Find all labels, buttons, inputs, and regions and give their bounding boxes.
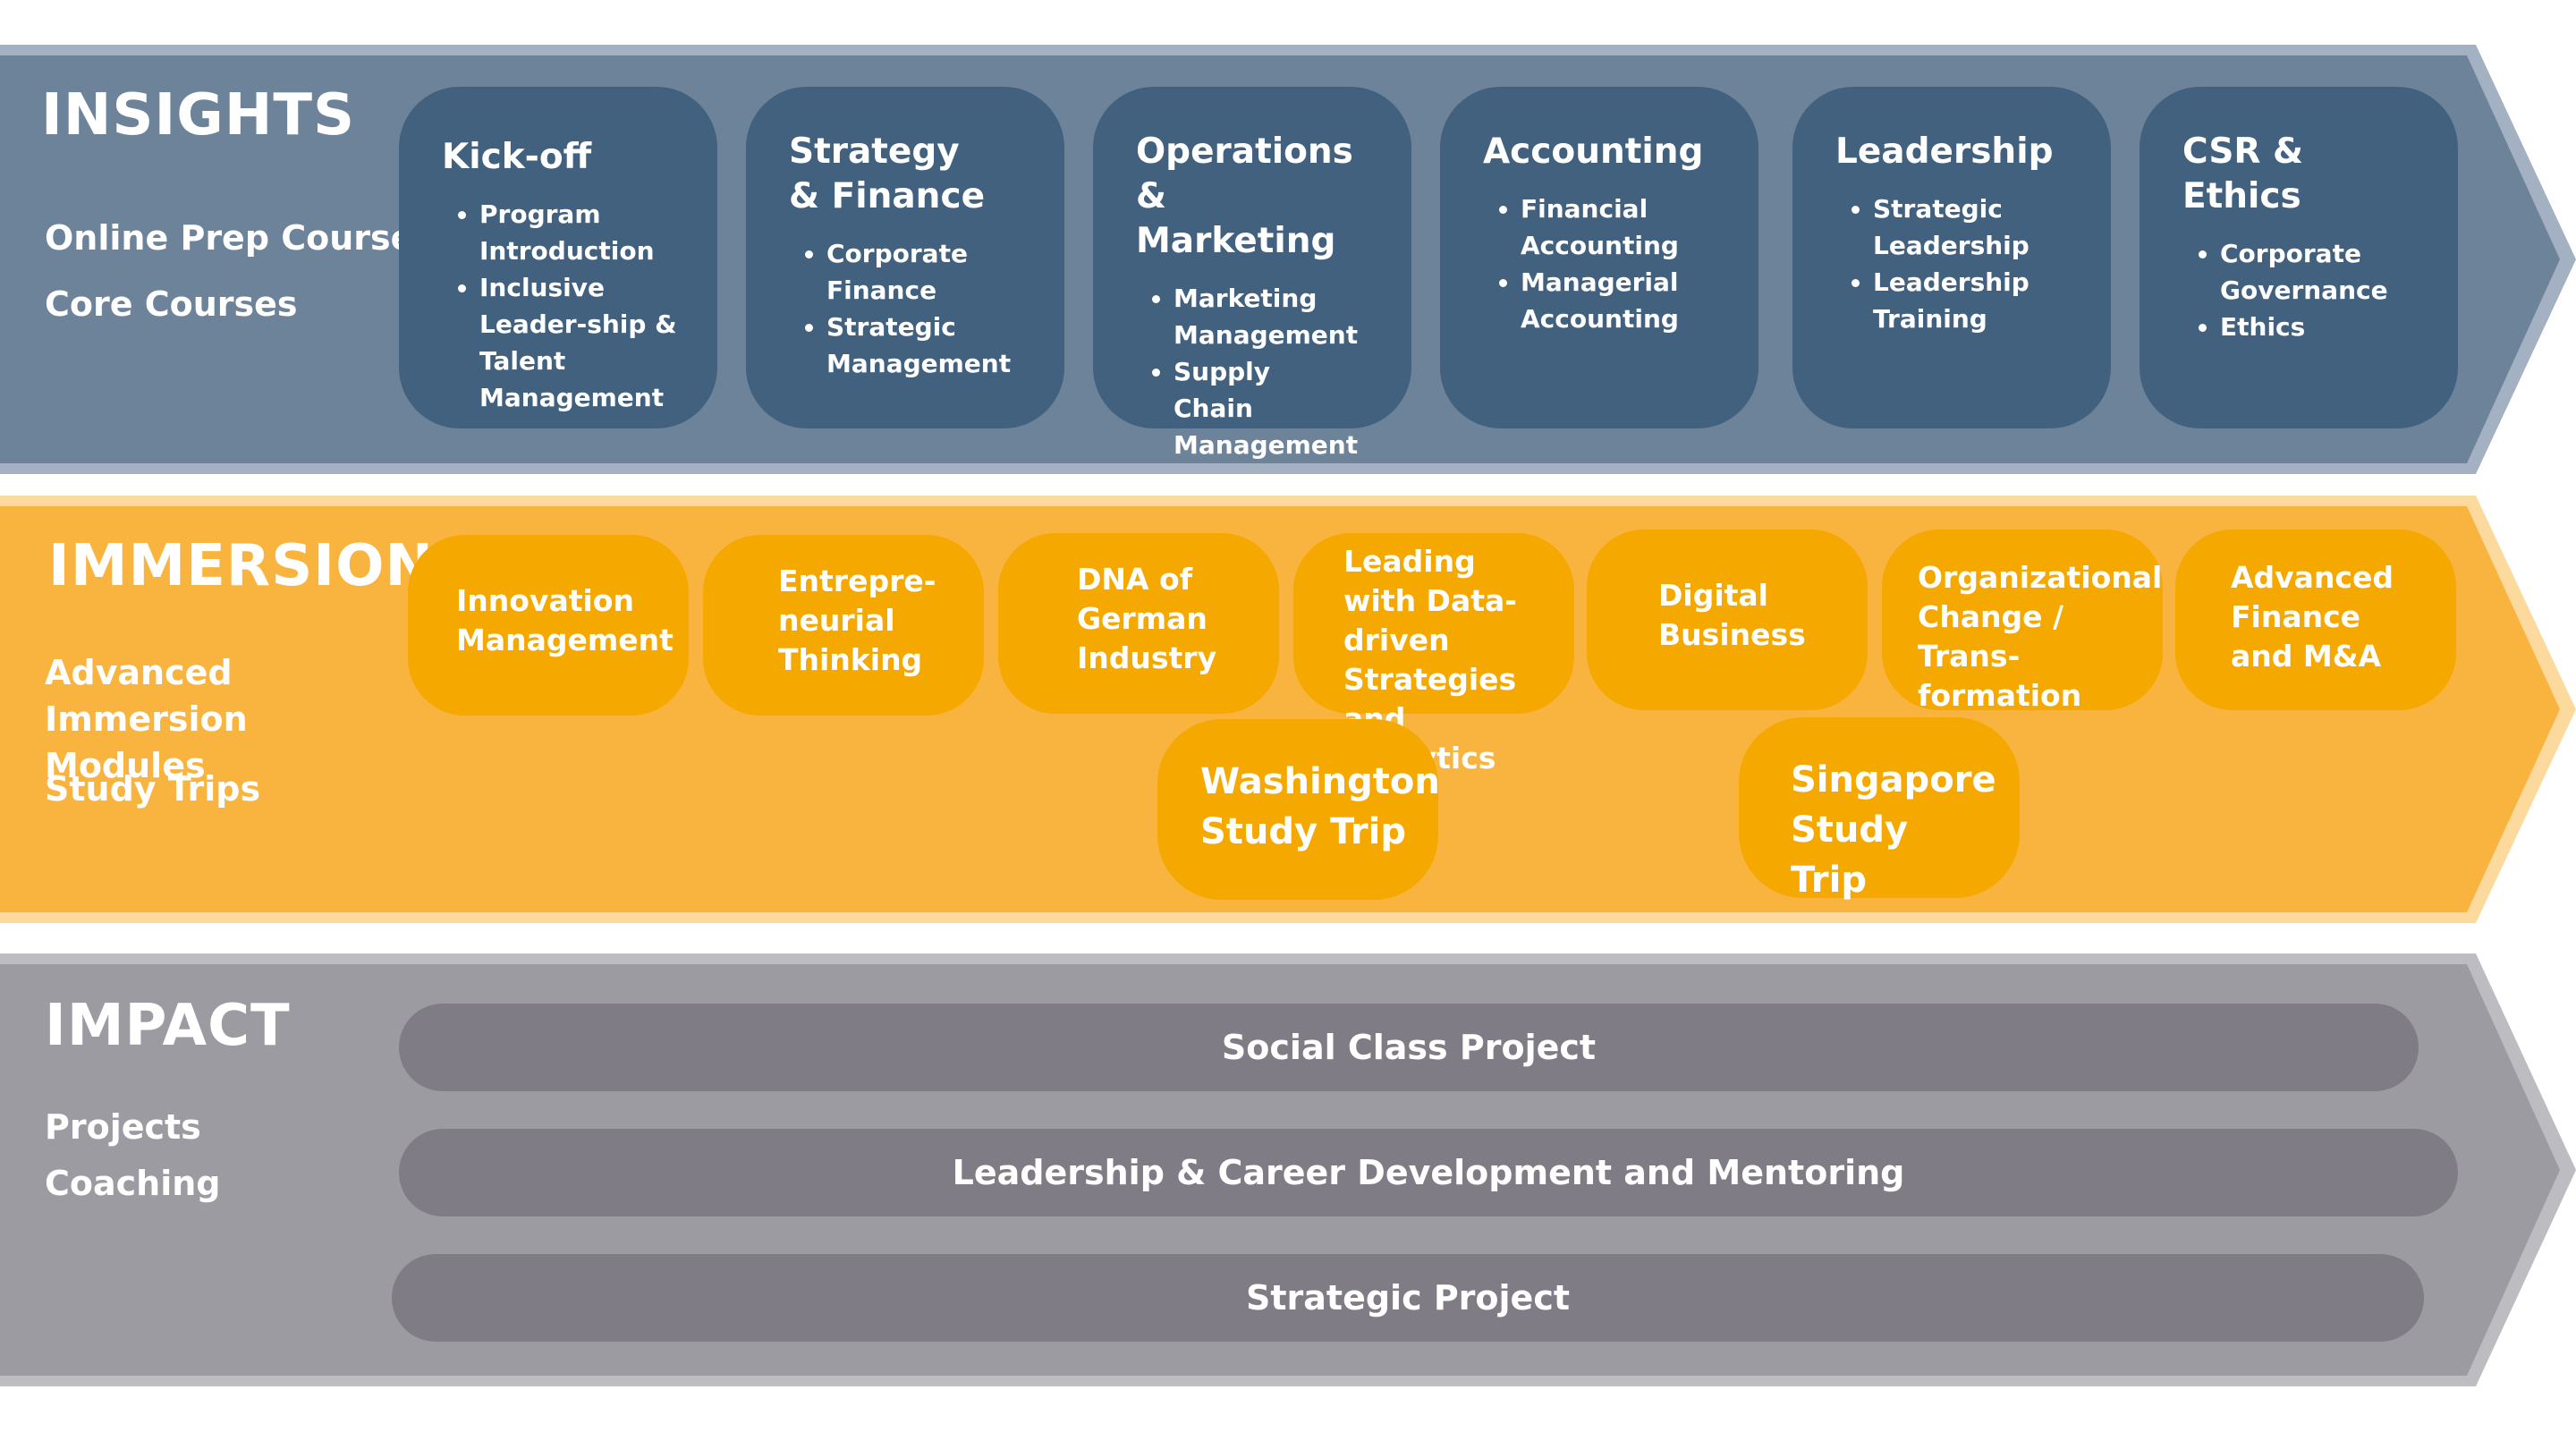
course-topic: Managerial Accounting (1521, 264, 1682, 337)
course-topic: Program Introduction (479, 196, 691, 269)
module-innovation-management[interactable]: Innovation Management (408, 535, 689, 716)
impact-title: IMPACT (45, 993, 291, 1059)
study-trip-label: Singapore Study Trip (1791, 759, 1996, 901)
course-card-title: Kick-off (442, 137, 592, 177)
course-topic: Ethics (2220, 309, 2431, 345)
course-card-title: Operations & Marketing (1136, 131, 1353, 261)
insights-subtitle-core-courses: Core Courses (45, 284, 298, 324)
project-bar-social-class[interactable]: Social Class Project (399, 1004, 2419, 1091)
course-card-title: Leadership (1835, 131, 2054, 172)
course-card-topics: Program Introduction Inclusive Leader-sh… (442, 196, 691, 416)
course-card-leadership[interactable]: Leadership Strategic Leadership Leadersh… (1792, 87, 2111, 428)
module-label: Advanced Finance and M&A (2231, 560, 2394, 674)
study-trip-washington[interactable]: Washington Study Trip (1157, 719, 1440, 900)
module-label: Innovation Management (456, 583, 674, 657)
course-topic: Marketing Management (1174, 280, 1358, 353)
module-label: Digital Business (1658, 578, 1806, 652)
immersion-title: IMMERSION (48, 533, 435, 599)
module-digital-business[interactable]: Digital Business (1587, 530, 1868, 710)
course-topic: Corporate Governance (2220, 235, 2388, 309)
module-label: Entrepre-neurial Thinking (778, 564, 936, 677)
course-card-title: Strategy & Finance (789, 131, 986, 216)
study-trip-label: Washington Study Trip (1200, 761, 1440, 852)
impact-subtitle-coaching: Coaching (45, 1164, 221, 1203)
course-topic: Leadership Training (1873, 264, 2029, 337)
course-topic: Supply Chain Management (1174, 353, 1358, 463)
impact-subtitle-projects: Projects (45, 1107, 201, 1147)
course-topic: Corporate Finance (826, 235, 968, 309)
module-advanced-finance-ma[interactable]: Advanced Finance and M&A (2175, 530, 2456, 710)
course-card-strategy-finance[interactable]: Strategy & Finance Corporate Finance Str… (746, 87, 1064, 428)
course-topic: Inclusive Leader-ship & Talent Managemen… (479, 269, 691, 416)
course-topic: Strategic Management (826, 309, 1038, 382)
project-bar-leadership-career[interactable]: Leadership & Career Development and Ment… (399, 1129, 2458, 1216)
module-leading-data-driven[interactable]: Leading with Data-driven Strategies and … (1293, 533, 1574, 775)
module-label: Organizational Change / Trans-formation (1918, 560, 2163, 713)
course-card-operations-marketing[interactable]: Operations & Marketing Marketing Managem… (1093, 87, 1411, 460)
module-organizational-change[interactable]: Organizational Change / Trans-formation (1882, 530, 2163, 713)
course-card-accounting[interactable]: Accounting Financial Accounting Manageri… (1440, 87, 1758, 428)
course-card-topics: Corporate Governance Ethics (2182, 235, 2431, 345)
module-entrepreneurial-thinking[interactable]: Entrepre-neurial Thinking (703, 535, 984, 716)
course-card-topics: Marketing Management Supply Chain Manage… (1136, 280, 1385, 463)
course-card-topics: Financial Accounting Managerial Accounti… (1483, 191, 1732, 337)
course-topic: Financial Accounting (1521, 191, 1682, 264)
course-topic: Strategic Leadership (1873, 191, 2029, 264)
course-card-topics: Corporate Finance Strategic Management (789, 235, 1038, 382)
insights-subtitle-online-prep: Online Prep Courses (45, 218, 435, 258)
module-label: DNA of German Industry (1077, 562, 1217, 675)
study-trip-singapore[interactable]: Singapore Study Trip (1739, 717, 2020, 901)
course-card-title: Accounting (1483, 131, 1704, 172)
module-dna-german-industry[interactable]: DNA of German Industry (998, 533, 1279, 714)
course-card-csr-ethics[interactable]: CSR & Ethics Corporate Governance Ethics (2140, 87, 2458, 428)
project-bar-strategic[interactable]: Strategic Project (392, 1254, 2424, 1342)
course-card-title: CSR & Ethics (2182, 131, 2304, 216)
insights-title: INSIGHTS (41, 82, 356, 148)
immersion-subtitle-study-trips: Study Trips (45, 769, 261, 809)
course-card-topics: Strategic Leadership Leadership Training (1835, 191, 2084, 337)
course-card-kick-off[interactable]: Kick-off Program Introduction Inclusive … (399, 87, 717, 428)
immersion-subtitle-advanced-modules: Advanced Immersion Modules (45, 653, 248, 785)
module-label: Leading with Data-driven Strategies and … (1343, 544, 1517, 775)
